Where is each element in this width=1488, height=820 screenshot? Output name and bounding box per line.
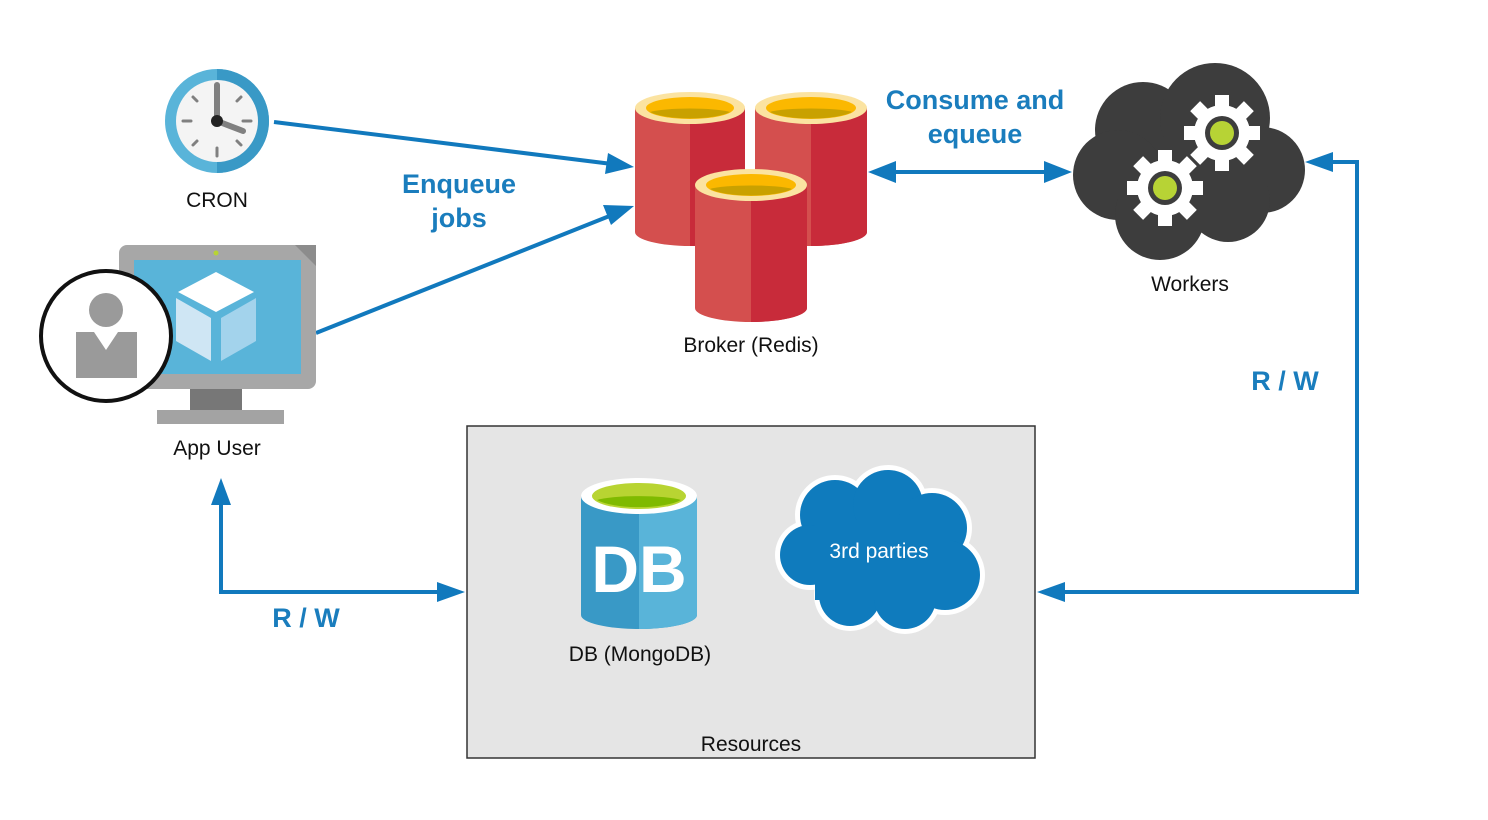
app-user-node[interactable]: App User [39, 245, 316, 460]
workers-label: Workers [1151, 273, 1229, 296]
edge-appuser-resources [211, 478, 465, 602]
broker-node[interactable]: Broker (Redis) [635, 92, 867, 357]
edge-cron-to-broker [273, 120, 634, 174]
arrowhead-icon [211, 478, 231, 505]
arrowhead-icon [1037, 582, 1065, 602]
cron-node[interactable]: CRON [165, 69, 269, 212]
resources-label: Resources [701, 733, 801, 756]
arrowhead-icon [605, 153, 634, 174]
clock-icon [165, 69, 269, 173]
edges [211, 120, 1359, 602]
rw-left-label: R / W [272, 603, 340, 633]
cloud-icon [775, 465, 985, 634]
enqueue-label-line1: Enqueue [402, 169, 516, 199]
user-avatar-icon [39, 269, 173, 403]
edge-broker-workers [868, 161, 1072, 183]
broker-label: Broker (Redis) [683, 334, 818, 357]
enqueue-label-line2: jobs [430, 203, 487, 233]
third-parties-node[interactable]: 3rd parties [775, 465, 985, 634]
db-node[interactable]: DB DB (MongoDB) [569, 478, 711, 666]
edge-appuser-to-broker [315, 205, 634, 335]
app-user-label: App User [173, 437, 261, 460]
rw-right-label: R / W [1251, 366, 1319, 396]
third-parties-label: 3rd parties [829, 540, 928, 563]
db-icon-text: DB [591, 532, 686, 606]
arrowhead-icon [603, 205, 634, 225]
arrowhead-icon [1044, 161, 1072, 183]
db-label: DB (MongoDB) [569, 643, 711, 666]
redis-cylinders-icon [635, 92, 867, 322]
redis-cylinder [695, 169, 807, 322]
database-icon: DB [581, 478, 697, 629]
consume-label-line1: Consume and [886, 85, 1065, 115]
cube-icon [176, 272, 256, 361]
gear-icon [1184, 95, 1260, 171]
arrowhead-icon [437, 582, 465, 602]
arrowhead-icon [868, 161, 896, 183]
edge-workers-resources [1037, 152, 1359, 602]
gear-icon [1127, 150, 1203, 226]
arrowhead-icon [1305, 152, 1333, 172]
cron-label: CRON [186, 189, 248, 212]
cloud-gears-icon [1073, 63, 1305, 260]
workers-node[interactable]: Workers [1073, 63, 1305, 296]
consume-label-line2: equeue [928, 119, 1023, 149]
